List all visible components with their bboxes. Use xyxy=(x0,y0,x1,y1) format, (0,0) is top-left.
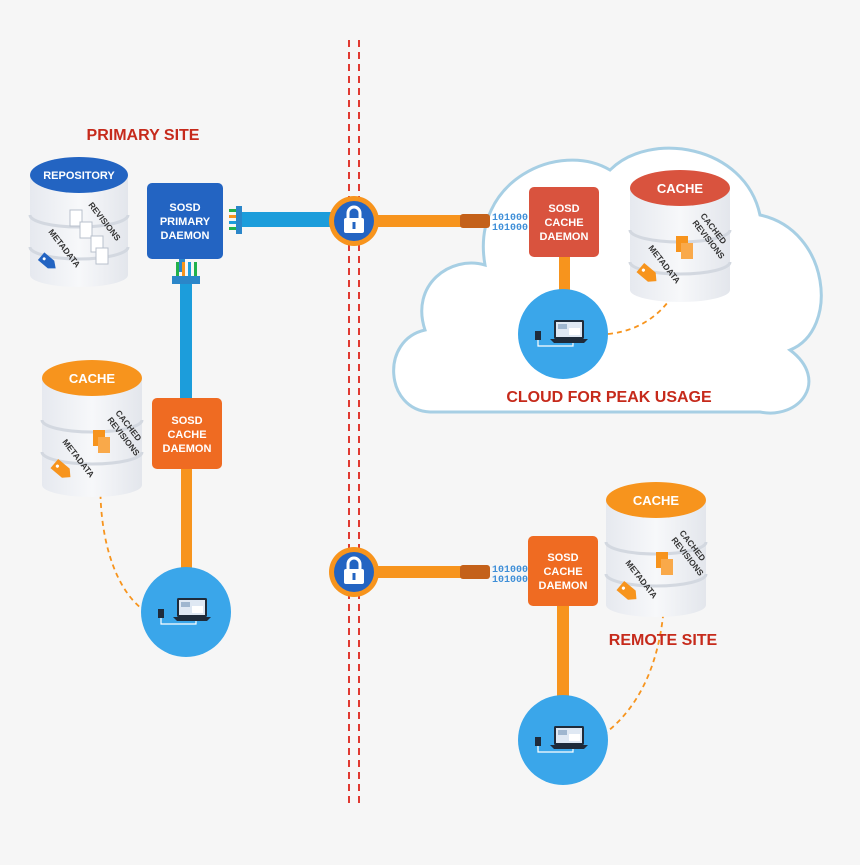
primary-site-label: PRIMARY SITE xyxy=(87,127,200,144)
svg-text:DAEMON: DAEMON xyxy=(161,230,210,242)
mouse-icon xyxy=(535,737,574,753)
remote-site-label: REMOTE SITE xyxy=(609,632,718,649)
document-icon xyxy=(676,236,693,259)
repository-title: REPOSITORY xyxy=(43,170,115,182)
cloud-shape xyxy=(392,146,823,415)
tag-icon xyxy=(616,580,637,600)
document-icon xyxy=(69,209,109,265)
svg-text:CACHE: CACHE xyxy=(544,217,583,229)
svg-text:101000: 101000 xyxy=(492,213,528,224)
svg-text:101000: 101000 xyxy=(492,575,528,586)
cache-database-cloud: CACHE CACHED REVISIONS METADATA xyxy=(628,170,732,302)
site-divider xyxy=(348,40,360,808)
binary-stream-bottom: 101000 101000 xyxy=(492,565,528,586)
client-workstation-cloud xyxy=(518,289,608,379)
cloud-label: CLOUD FOR PEAK USAGE xyxy=(506,389,712,406)
repository-database: REPOSITORY REVISIONS METADATA xyxy=(28,157,130,287)
svg-text:DAEMON: DAEMON xyxy=(539,580,588,592)
lock-icon xyxy=(329,547,379,597)
cache-daemon-cloud: SOSD CACHE DAEMON xyxy=(529,187,599,257)
primary-daemon: SOSD PRIMARY DAEMON xyxy=(147,183,223,259)
laptop-icon xyxy=(550,320,588,343)
cache-title: CACHE xyxy=(657,181,704,196)
svg-text:CACHE: CACHE xyxy=(167,429,206,441)
mouse-icon xyxy=(158,609,197,625)
laptop-icon xyxy=(173,598,211,621)
laptop-icon xyxy=(550,726,588,749)
mouse-icon xyxy=(535,331,574,347)
svg-text:SOSD: SOSD xyxy=(547,552,578,564)
tag-icon xyxy=(50,458,71,478)
blue-pipe-horizontal xyxy=(238,212,338,227)
svg-text:101000: 101000 xyxy=(492,565,528,576)
svg-text:PRIMARY: PRIMARY xyxy=(160,216,211,228)
cache-title: CACHE xyxy=(69,371,116,386)
svg-text:101000: 101000 xyxy=(492,223,528,234)
svg-text:SOSD: SOSD xyxy=(548,203,579,215)
client-workstation-remote xyxy=(518,695,608,785)
svg-text:CACHE: CACHE xyxy=(543,566,582,578)
svg-text:SOSD: SOSD xyxy=(169,202,200,214)
client-workstation-primary xyxy=(141,567,231,657)
lock-icon xyxy=(329,196,379,246)
tag-icon xyxy=(37,252,56,269)
document-icon xyxy=(93,430,110,453)
cache-title: CACHE xyxy=(633,493,680,508)
svg-text:DAEMON: DAEMON xyxy=(163,443,212,455)
binary-stream-top: 101000 101000 xyxy=(492,213,528,234)
tag-icon xyxy=(636,262,657,282)
cache-daemon-remote: SOSD CACHE DAEMON xyxy=(528,536,598,606)
svg-text:SOSD: SOSD xyxy=(171,415,202,427)
svg-text:DAEMON: DAEMON xyxy=(540,231,589,243)
cache-database-remote: CACHE CACHED REVISIONS METADATA xyxy=(604,482,708,617)
document-icon xyxy=(656,552,673,575)
cache-database-primary: CACHE CACHED REVISIONS METADATA xyxy=(40,360,144,497)
cache-daemon-primary: SOSD CACHE DAEMON xyxy=(152,398,222,469)
blue-pipe-vertical xyxy=(180,284,192,400)
